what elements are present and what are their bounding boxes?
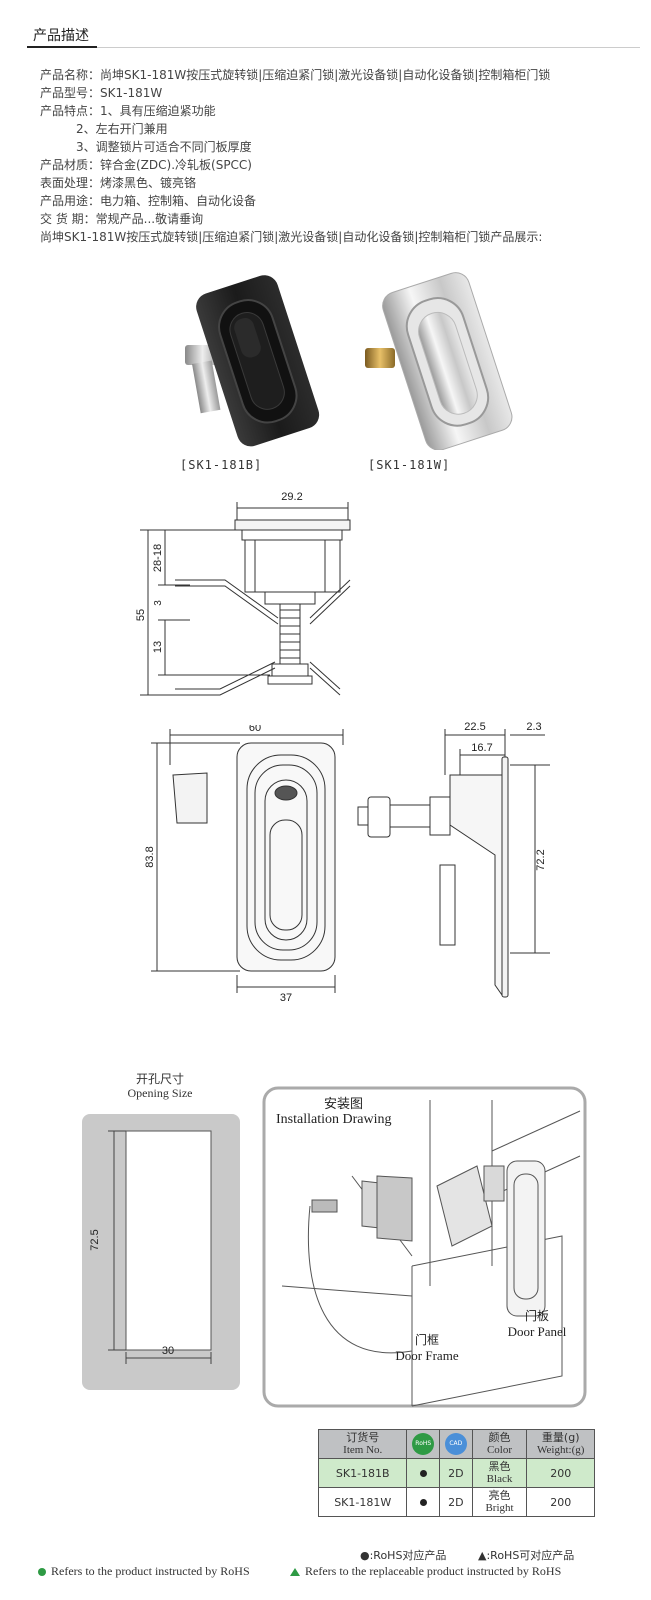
profile-depth-label: 22.5: [464, 721, 485, 733]
rohs-dot-icon: [419, 1498, 427, 1506]
header-item-en: Item No.: [343, 1444, 383, 1456]
side-view-drawing: 29.2 55 28-18 3 13: [135, 491, 351, 696]
header-item-no: 订货号 Item No.: [317, 1429, 408, 1459]
product-feature-2: 2、左右开门兼用: [76, 122, 168, 136]
header-cad: CAD: [439, 1429, 473, 1459]
profile-view-drawing: 22.5 2.3 16.7 72.2: [357, 721, 550, 998]
product-info: 产品名称：尚坤SK1-181W按压式旋转锁|压缩迫紧门锁|激光设备锁|自动化设备…: [40, 66, 640, 246]
row-color: 亮色 Bright: [471, 1487, 528, 1517]
section-header: 产品描述: [0, 0, 651, 50]
chrome-lock-caption: [SK1-181W]: [368, 458, 451, 472]
header-weight-en: Weight:(g): [537, 1444, 585, 1456]
side-width-label: 29.2: [281, 491, 302, 503]
opening-height-label: 72.5: [89, 1229, 101, 1250]
row-color-cn: 亮色: [488, 1489, 511, 1502]
order-table: 订货号 Item No. RoHS CAD 颜色 Color 重量(g) Wei…: [317, 1429, 595, 1517]
product-delivery: 交 货 期：常规产品...敬请垂询: [40, 212, 204, 226]
header-item-cn: 订货号: [346, 1431, 380, 1444]
row-color-en: Black: [486, 1473, 513, 1485]
install-panel-en: Door Panel: [508, 1324, 567, 1339]
front-width-top-label: 60: [249, 725, 261, 734]
install-title-cn: 安装图: [324, 1096, 363, 1111]
row-weight: 200: [526, 1487, 595, 1517]
legend-rohs-en-text: Refers to the product instructed by RoHS: [51, 1564, 250, 1578]
rohs-icon: RoHS: [412, 1433, 435, 1455]
header-weight: 重量(g) Weight:(g): [526, 1429, 595, 1459]
row-cad: 2D: [439, 1487, 473, 1517]
opening-title-en: Opening Size: [127, 1086, 193, 1100]
install-frame-cn: 门框: [415, 1332, 439, 1347]
product-feature-1: 产品特点：1、具有压缩迫紧功能: [40, 104, 216, 118]
title-underline: [27, 46, 97, 48]
header-rohs: RoHS: [406, 1429, 441, 1459]
opening-width-label: 30: [162, 1345, 174, 1357]
header-color-cn: 颜色: [488, 1431, 511, 1444]
row-weight: 200: [526, 1458, 595, 1488]
installation-drawing: 安装图 Installation Drawing 门框 Door Frame 门…: [262, 1086, 587, 1408]
table-row: SK1-181B 2D 黑色 Black 200: [317, 1458, 595, 1488]
chrome-lock-photo: [365, 272, 513, 450]
product-surface: 表面处理：烤漆黑色、镀亮铬: [40, 176, 197, 190]
rohs-dot-icon: [419, 1469, 427, 1477]
cad-icon: CAD: [444, 1433, 467, 1455]
profile-height-label: 72.2: [535, 849, 547, 870]
profile-inner-label: 16.7: [471, 742, 492, 754]
side-upper-label: 28-18: [152, 544, 164, 572]
side-total-label: 55: [135, 609, 147, 621]
product-name: 产品名称：尚坤SK1-181W按压式旋转锁|压缩迫紧门锁|激光设备锁|自动化设备…: [40, 68, 551, 82]
product-feature-3: 3、调整锁片可适合不同门板厚度: [76, 140, 252, 154]
replace-triangle-icon: [290, 1568, 300, 1577]
header-color: 颜色 Color: [471, 1429, 528, 1459]
black-lock-photo: [185, 275, 320, 447]
legend-rohs-cn: ●:RoHS对应产品: [360, 1549, 447, 1562]
row-color: 黑色 Black: [471, 1458, 528, 1488]
install-panel-cn: 门板: [525, 1308, 549, 1323]
side-lower-label: 13: [152, 641, 164, 653]
row-item: SK1-181B: [317, 1458, 408, 1488]
legend-replace-cn: ▲:RoHS可对应产品: [478, 1549, 575, 1562]
front-width-bottom-label: 37: [280, 992, 292, 1004]
front-view-drawing: 60 83.8 37: [145, 725, 344, 1004]
profile-flange-label: 2.3: [526, 721, 541, 733]
product-model: 产品型号：SK1-181W: [40, 86, 163, 100]
row-color-en: Bright: [485, 1502, 514, 1514]
opening-title-cn: 开孔尺寸: [135, 1072, 184, 1086]
product-display-line: 尚坤SK1-181W按压式旋转锁|压缩迫紧门锁|激光设备锁|自动化设备锁|控制箱…: [40, 230, 543, 244]
legend-replace-en-text: Refers to the replaceable product instru…: [305, 1564, 562, 1578]
header-color-en: Color: [486, 1444, 513, 1456]
install-title-en: Installation Drawing: [276, 1112, 391, 1127]
row-item: SK1-181W: [317, 1487, 408, 1517]
product-material: 产品材质：锌合金(ZDC).冷轧板(SPCC): [40, 158, 252, 172]
opening-size-diagram: 72.5 30: [82, 1114, 240, 1390]
section-title: 产品描述: [33, 28, 89, 44]
side-small-label: 3: [153, 600, 164, 606]
legend-rohs-en: Refers to the product instructed by RoHS: [38, 1564, 250, 1579]
row-rohs: [406, 1458, 441, 1488]
product-usage: 产品用途：电力箱、控制箱、自动化设备: [40, 194, 257, 208]
black-lock-caption: [SK1-181B]: [180, 458, 263, 472]
row-rohs: [406, 1487, 441, 1517]
table-row: SK1-181W 2D 亮色 Bright 200: [317, 1487, 595, 1517]
table-header-row: 订货号 Item No. RoHS CAD 颜色 Color 重量(g) Wei…: [317, 1429, 595, 1459]
row-color-cn: 黑色: [488, 1460, 511, 1473]
row-cad: 2D: [439, 1458, 473, 1488]
legend-replace-en: Refers to the replaceable product instru…: [290, 1564, 561, 1579]
install-frame-en: Door Frame: [395, 1348, 458, 1363]
opening-title: 开孔尺寸 Opening Size: [85, 1072, 235, 1100]
header-weight-cn: 重量(g): [541, 1431, 580, 1444]
header-divider: [27, 47, 640, 48]
front-height-label: 83.8: [145, 846, 156, 867]
rohs-dot-icon: [38, 1568, 46, 1577]
